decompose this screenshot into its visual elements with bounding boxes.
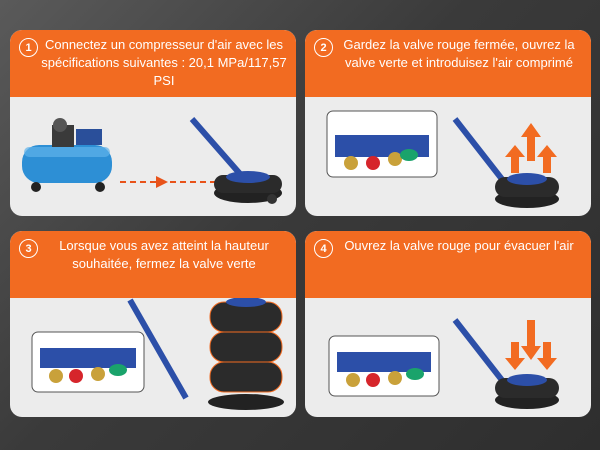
- step-number-badge-1: 1: [19, 38, 38, 57]
- valve-block-icon: [328, 335, 440, 397]
- step-illustration-3: [31, 298, 284, 410]
- air-jack-icon: [452, 117, 559, 208]
- step-header-4: 4 Ouvrez la valve rouge pour évacuer l'a…: [305, 231, 591, 298]
- step-header-1: 1 Connectez un compresseur d'air avec le…: [10, 30, 296, 97]
- air-jack-icon: [189, 117, 282, 204]
- step-card-1: 1 Connectez un compresseur d'air avec le…: [10, 30, 296, 216]
- connection-arrow-icon: [120, 176, 220, 188]
- valve-block-icon: [326, 110, 438, 178]
- step-caption-2: Gardez la valve rouge fermée, ouvrez la …: [343, 37, 575, 70]
- arrow-up-icon: [505, 123, 557, 173]
- step-card-3: 3 Lorsque vous avez atteint la hauteur s…: [10, 231, 296, 417]
- air-compressor-icon: [22, 118, 112, 192]
- step-header-2: 2 Gardez la valve rouge fermée, ouvrez l…: [305, 30, 591, 97]
- step-number-badge-4: 4: [314, 239, 333, 258]
- air-jack-icon: [127, 298, 284, 410]
- step-illustration-1: [22, 117, 282, 204]
- step-caption-4: Ouvrez la valve rouge pour évacuer l'air: [344, 238, 574, 253]
- step-card-2: 2 Gardez la valve rouge fermée, ouvrez l…: [305, 30, 591, 216]
- arrow-down-icon: [505, 320, 557, 370]
- step-caption-3: Lorsque vous avez atteint la hauteur sou…: [59, 238, 269, 271]
- step-header-3: 3 Lorsque vous avez atteint la hauteur s…: [10, 231, 296, 298]
- valve-block-icon: [31, 331, 145, 393]
- step-card-4: 4 Ouvrez la valve rouge pour évacuer l'a…: [305, 231, 591, 417]
- air-jack-icon: [452, 318, 559, 409]
- step-illustration-2: [326, 110, 559, 208]
- step-caption-1: Connectez un compresseur d'air avec les …: [41, 37, 287, 88]
- step-illustration-4: [328, 318, 559, 409]
- step-number-badge-3: 3: [19, 239, 38, 258]
- step-number-badge-2: 2: [314, 38, 333, 57]
